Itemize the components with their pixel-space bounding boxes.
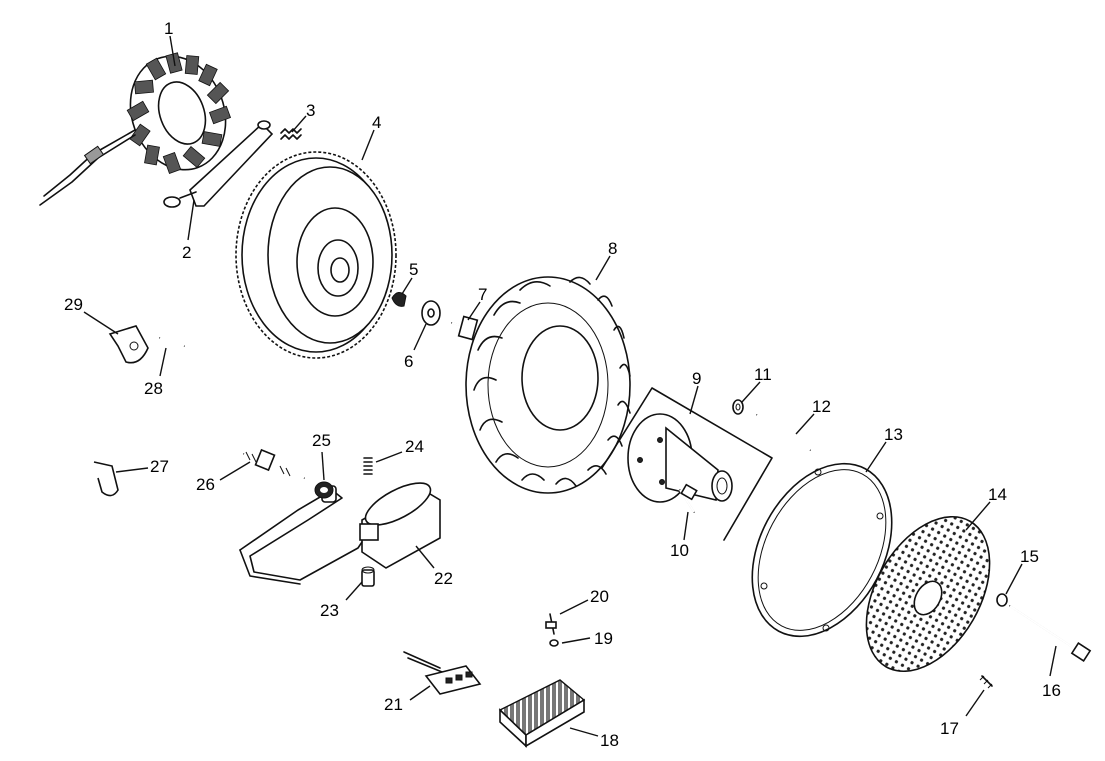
part-key <box>391 292 407 307</box>
callout-22: 22 <box>434 569 453 588</box>
callout-10: 10 <box>670 541 689 560</box>
part-clip-27 <box>93 461 119 497</box>
part-screen-washer <box>996 593 1008 607</box>
part-small-screw <box>545 613 557 635</box>
callout-13: 13 <box>884 425 903 444</box>
leader-18 <box>569 727 599 737</box>
part-stator <box>39 52 232 206</box>
callout-24: 24 <box>405 437 424 456</box>
part-small-washer <box>732 399 744 415</box>
leader-7 <box>467 301 481 321</box>
callout-25: 25 <box>312 431 331 450</box>
leader-15 <box>1005 563 1023 595</box>
leader-8 <box>595 255 611 281</box>
part-long-bolt <box>1009 605 1092 662</box>
part-connector <box>403 651 482 695</box>
leader-29 <box>83 311 119 335</box>
callout-6: 6 <box>404 352 413 371</box>
leader-22 <box>415 545 435 569</box>
part-clip-29 <box>108 325 149 364</box>
leader-1 <box>169 35 176 67</box>
leader-3 <box>291 115 307 133</box>
leader-28 <box>159 347 167 377</box>
leader-13 <box>865 441 887 473</box>
callout-23: 23 <box>320 601 339 620</box>
callout-11: 11 <box>754 365 772 384</box>
leader-24 <box>375 451 403 463</box>
part-spark-boot <box>314 481 334 499</box>
leader-25 <box>321 451 325 481</box>
callout-5: 5 <box>409 260 418 279</box>
callout-3: 3 <box>306 101 315 120</box>
part-hub-bolt <box>679 483 698 513</box>
callout-18: 18 <box>600 731 619 750</box>
callout-16: 16 <box>1042 681 1061 700</box>
leader-17 <box>965 689 985 717</box>
part-pin <box>755 412 812 453</box>
part-nut <box>361 566 375 587</box>
leader-5 <box>401 277 413 295</box>
callout-29: 29 <box>64 295 83 314</box>
leader-23 <box>345 581 363 601</box>
leader-4 <box>361 129 375 161</box>
callout-numbers: 1 2 3 4 5 6 7 8 9 10 11 12 13 14 15 16 1… <box>64 19 1061 750</box>
callout-2: 2 <box>182 243 191 262</box>
callout-1: 1 <box>164 19 173 38</box>
part-screen <box>865 515 991 673</box>
callout-19: 19 <box>594 629 613 648</box>
callout-27: 27 <box>150 457 169 476</box>
callout-28: 28 <box>144 379 163 398</box>
part-hub <box>601 387 773 541</box>
part-small-spring <box>280 128 302 140</box>
callout-4: 4 <box>372 113 381 132</box>
callout-8: 8 <box>608 239 617 258</box>
part-flywheel-bolt <box>451 315 479 341</box>
leader-11 <box>741 381 761 403</box>
callout-20: 20 <box>590 587 609 606</box>
part-bracket <box>163 120 274 208</box>
leader-21 <box>409 685 431 701</box>
leader-6 <box>413 323 427 351</box>
leader-20 <box>559 599 589 615</box>
leader-26 <box>219 461 251 481</box>
part-spring <box>363 457 373 475</box>
part-screw-28 <box>159 336 185 348</box>
leader-14 <box>965 501 991 531</box>
part-washer <box>421 300 441 326</box>
leader-2 <box>187 199 195 241</box>
part-ring <box>751 462 893 638</box>
part-spark-plug <box>242 448 306 481</box>
part-fan <box>465 276 631 494</box>
callout-15: 15 <box>1020 547 1039 566</box>
callout-21: 21 <box>384 695 403 714</box>
part-tiny-washer <box>549 639 559 647</box>
leader-19 <box>561 637 591 644</box>
leader-10 <box>683 511 689 541</box>
callout-26: 26 <box>196 475 215 494</box>
leader-27 <box>115 467 149 473</box>
callout-9: 9 <box>692 369 701 388</box>
part-ignition-coil <box>239 482 441 585</box>
callout-17: 17 <box>940 719 959 738</box>
callout-12: 12 <box>812 397 831 416</box>
part-set-screw <box>979 675 993 689</box>
leader-16 <box>1049 645 1057 677</box>
leader-lines <box>83 35 1057 737</box>
part-flywheel <box>235 151 397 359</box>
leader-12 <box>795 413 815 435</box>
callout-7: 7 <box>478 285 487 304</box>
part-rectifier <box>498 679 586 748</box>
callout-14: 14 <box>988 485 1007 504</box>
leader-9 <box>689 385 699 415</box>
